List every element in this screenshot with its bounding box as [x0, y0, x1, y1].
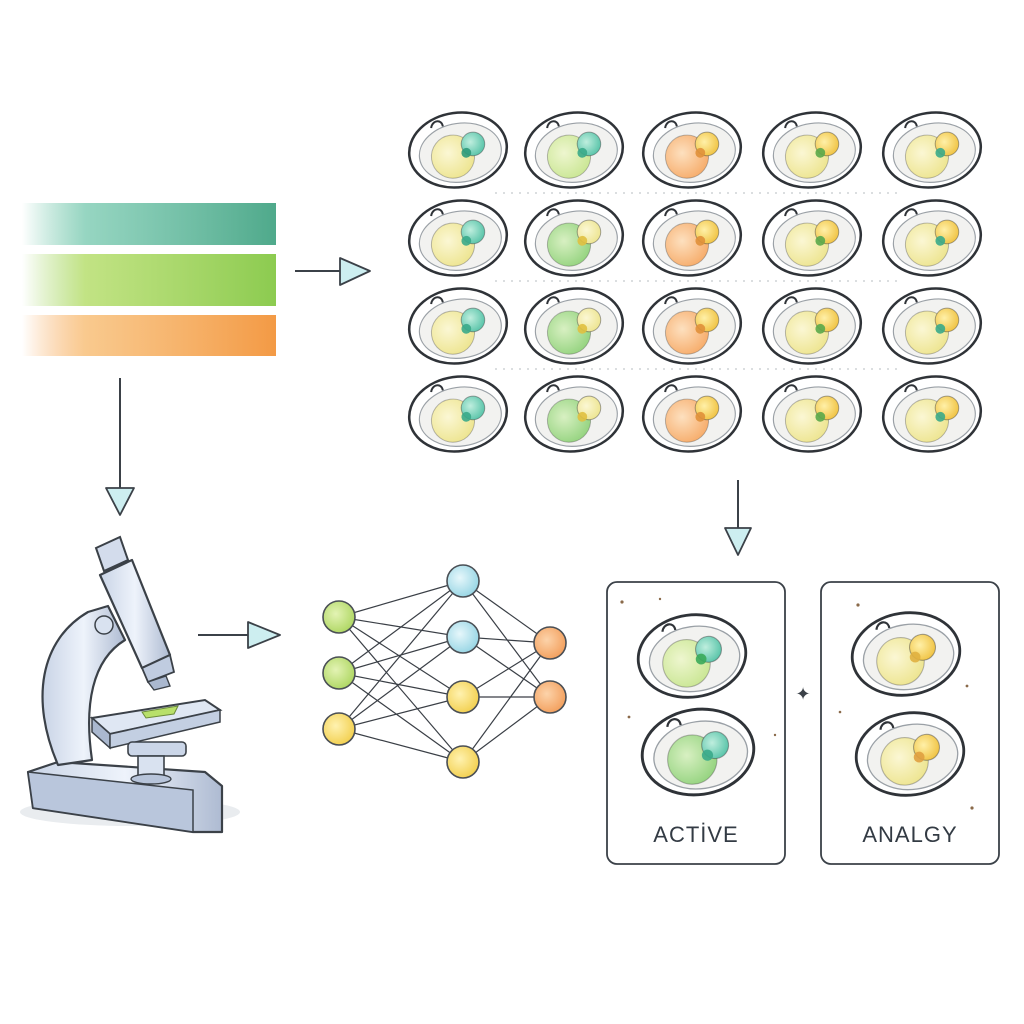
neural-network-icon — [322, 564, 567, 779]
cell-icon — [407, 375, 509, 453]
cell-icon — [407, 287, 509, 365]
cell-icon — [854, 711, 966, 797]
nn-node — [446, 620, 480, 654]
nn-node — [533, 680, 567, 714]
cell-icon — [761, 199, 863, 277]
cell-icon — [881, 111, 983, 189]
cell-icon — [641, 111, 743, 189]
nn-node — [533, 626, 567, 660]
card-label-active: ACTİVE — [653, 822, 738, 847]
cell-icon — [761, 375, 863, 453]
arrow-icon — [295, 257, 371, 286]
cell-icon — [761, 287, 863, 365]
cell-icon — [640, 707, 756, 797]
spectrum-bar-orange — [22, 315, 276, 356]
nn-node — [446, 680, 480, 714]
arrow-icon — [724, 480, 752, 556]
spectrum-bar-green — [22, 254, 276, 306]
speckles — [620, 597, 974, 810]
cell-icon — [407, 111, 509, 189]
result-card-inactive: ANALGY — [820, 581, 1000, 865]
result-card-active: ACTİVE — [606, 581, 786, 865]
cell-icon — [523, 111, 625, 189]
nn-node — [446, 564, 480, 598]
cell-icon — [641, 199, 743, 277]
cell-icon — [523, 287, 625, 365]
cell-icon — [641, 375, 743, 453]
nn-node — [446, 745, 480, 779]
separator-sparkle-icon: ✦ — [795, 684, 810, 704]
arrow-icon — [105, 378, 135, 516]
card-label-inactive: ANALGY — [862, 822, 957, 847]
cell-icon — [761, 111, 863, 189]
cell-icon — [881, 287, 983, 365]
microscope-icon — [20, 535, 240, 834]
cell-icon — [881, 375, 983, 453]
cell-grid — [407, 111, 983, 453]
nn-node — [322, 712, 356, 746]
spectrum-bar-teal — [22, 203, 276, 245]
cell-icon — [850, 611, 962, 697]
cell-icon — [407, 199, 509, 277]
cell-icon — [641, 287, 743, 365]
arrow-icon — [198, 621, 281, 649]
nn-node — [322, 656, 356, 690]
cell-icon — [636, 613, 748, 699]
cell-icon — [523, 375, 625, 453]
spectrum-bars — [22, 203, 276, 356]
cell-icon — [523, 199, 625, 277]
nn-node — [322, 600, 356, 634]
cell-icon — [881, 199, 983, 277]
